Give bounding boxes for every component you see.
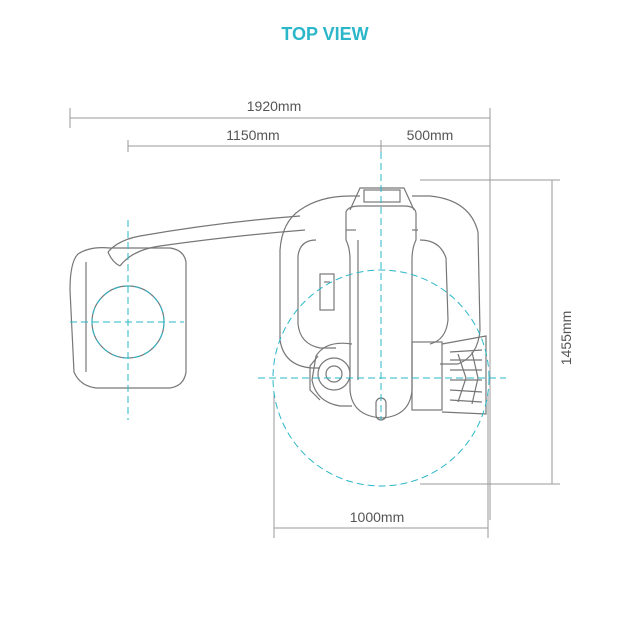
diagram-title: TOP VIEW xyxy=(281,24,369,44)
dimension-1455 xyxy=(420,179,560,485)
curved-arm xyxy=(107,215,306,267)
dimension-1920 xyxy=(69,108,491,520)
dimension-label-1150: 1150mm xyxy=(226,127,279,143)
dimension-label-1920: 1920mm xyxy=(247,98,301,114)
centerlines xyxy=(70,152,506,487)
dimension-1150-500 xyxy=(127,140,490,152)
robot-column xyxy=(345,187,418,421)
dimension-label-500: 500mm xyxy=(407,127,454,143)
base-plate xyxy=(279,195,481,369)
dimension-label-1000: 1000mm xyxy=(350,509,404,525)
emitter-nozzle xyxy=(411,335,487,415)
dimension-1000 xyxy=(273,392,489,538)
dimension-label-1455: 1455mm xyxy=(558,311,574,365)
gear-assembly xyxy=(309,342,353,407)
